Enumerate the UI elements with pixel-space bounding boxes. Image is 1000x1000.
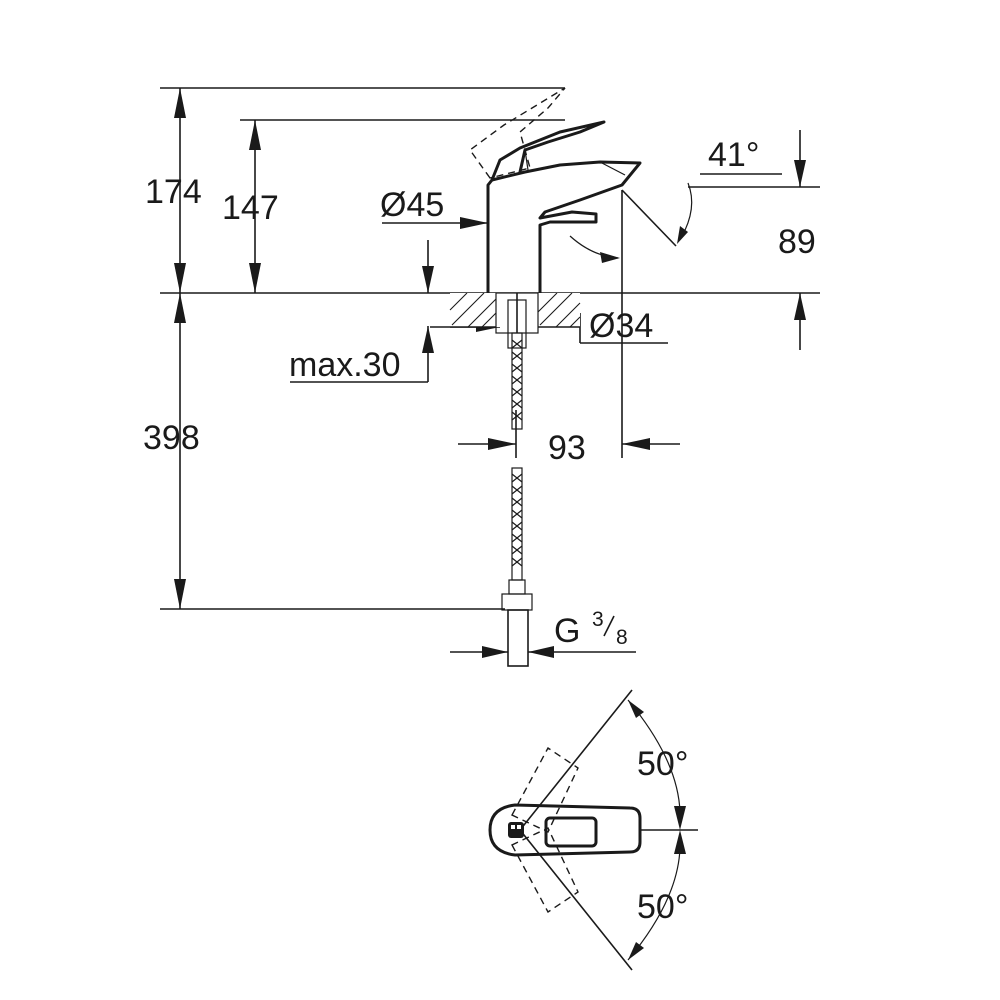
hole-diameter-label: Ø34	[589, 307, 653, 345]
dimension-89: 89	[778, 130, 816, 350]
spout-angle-label: 41°	[708, 136, 759, 174]
max-deck-thickness-label: max.30	[289, 346, 401, 384]
hose-length-label: 398	[143, 419, 200, 457]
counter-top	[449, 292, 581, 349]
lever-angle-left-label: 50°	[637, 745, 688, 783]
dimension-93: 93	[458, 190, 680, 467]
faucet-lever	[490, 120, 606, 182]
thread-numerator: 3	[592, 608, 604, 631]
body-diameter-label: Ø45	[380, 186, 444, 224]
faucet-side-view	[469, 87, 642, 295]
spout-height-label: 89	[778, 223, 816, 261]
lever-height-label: 147	[222, 189, 279, 227]
hatch-left	[449, 292, 497, 328]
lever-raised-outline	[469, 87, 566, 179]
lever-rotated-left	[511, 746, 579, 833]
overall-height-label: 174	[145, 173, 202, 211]
thread-label: G	[554, 612, 580, 650]
faucet-body	[486, 160, 642, 295]
dimension-thread: G 3 8	[450, 608, 636, 658]
lever-top-view	[488, 803, 642, 857]
lever-angle-right-label: 50°	[637, 888, 688, 926]
faucet-top-view: 50° 50°	[488, 689, 698, 971]
dimension-398: 398	[143, 293, 200, 609]
dimension-147: 147	[222, 120, 279, 293]
dimension-174: 174	[145, 88, 202, 293]
spout-reach-label: 93	[548, 429, 586, 467]
dimension-diameter-45: Ø45	[380, 186, 488, 229]
lever-rotated-right	[511, 827, 579, 914]
thread-denominator: 8	[616, 626, 628, 649]
angle-41: 41°	[569, 136, 782, 263]
dimension-max-30: max.30	[289, 240, 434, 384]
hatch-right	[537, 292, 581, 328]
supply-hose	[501, 332, 533, 667]
